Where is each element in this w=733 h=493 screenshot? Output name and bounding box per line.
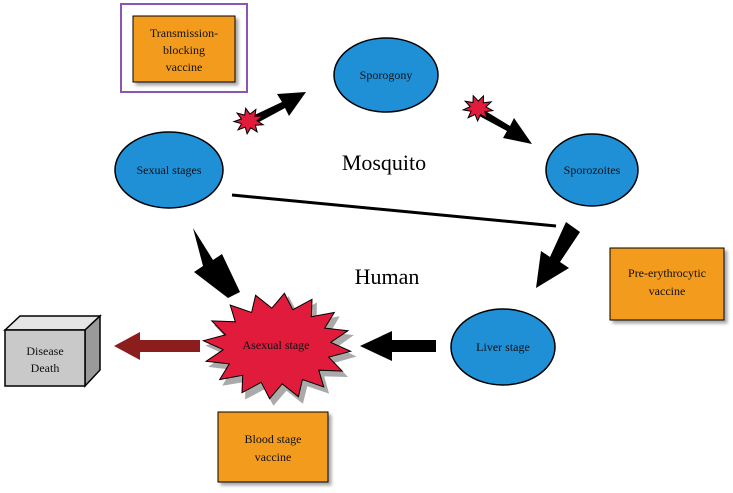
arrow-liver-to-asexual: [360, 331, 436, 361]
arrow-asexual-to-death: [114, 332, 200, 360]
host-divider-line: [231, 193, 557, 228]
transmission-blocking-line-2: blocking: [163, 43, 205, 57]
pre-erythrocytic-vaccine-box: [609, 247, 725, 321]
disease-death-box: Disease Death: [3, 314, 102, 388]
transmission-blocking-line-3: vaccine: [166, 60, 203, 74]
blood-stage-line-2: vaccine: [255, 450, 292, 464]
blood-stage-vaccine-box: [217, 411, 329, 483]
transmission-blocking-vaccine-box: [132, 15, 236, 83]
sexual-stages-label: Sexual stages: [137, 163, 202, 177]
arrow-sporozoites-to-liver: [536, 222, 580, 288]
disease-label: Disease: [26, 344, 63, 358]
sporogony-label: Sporogony: [360, 68, 413, 82]
sexual-stages-node: [114, 131, 224, 209]
sporozoites-node: [545, 133, 639, 207]
transmission-blocking-line-1: Transmission-: [150, 26, 218, 40]
cube-front-face: [4, 329, 86, 387]
asexual-stage-burst: [201, 292, 353, 400]
transmission-block-burst: [461, 94, 495, 123]
mosquito-label: Mosquito: [342, 150, 426, 175]
sporogony-node: [333, 37, 439, 113]
liver-stage-label: Liver stage: [476, 340, 530, 354]
transmission-blocking-highlight: [120, 3, 248, 93]
cube-top-face: [3, 315, 102, 331]
pre-erythrocytic-line-2: vaccine: [649, 284, 686, 298]
transmission-block-burst: [232, 107, 265, 136]
sporozoites-label: Sporozoites: [564, 163, 621, 177]
asexual-stage-label: Asexual stage: [243, 338, 310, 352]
human-label: Human: [355, 264, 420, 289]
arrow-asexual-to-sexual: [193, 228, 240, 298]
death-label: Death: [31, 361, 60, 375]
blood-stage-line-1: Blood stage: [245, 432, 302, 446]
pre-erythrocytic-line-1: Pre-erythrocytic: [628, 266, 706, 280]
liver-stage-node: [450, 308, 556, 386]
